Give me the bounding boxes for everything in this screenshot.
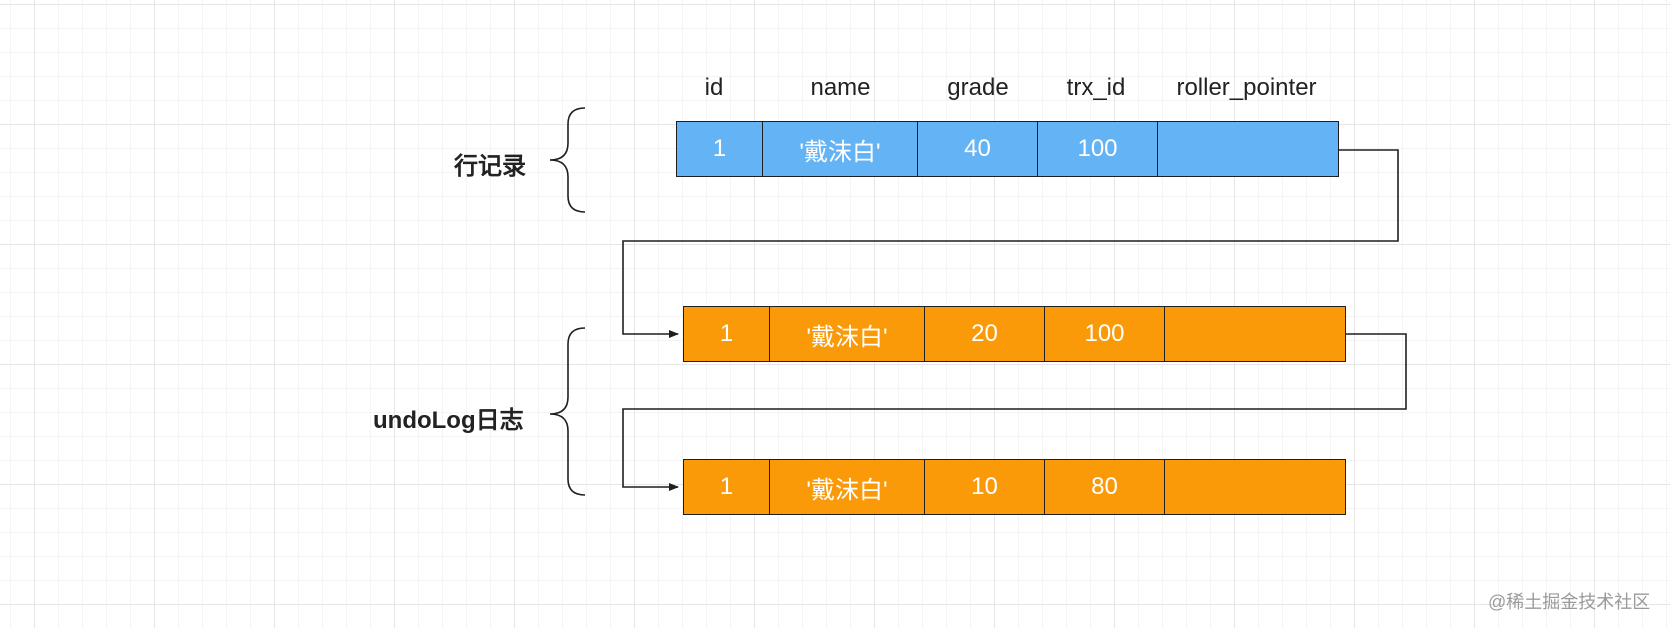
undo-log-row-1: 1 '戴沫白' 20 100 — [683, 306, 1346, 362]
pointer-connector-2 — [622, 333, 1407, 491]
undo-log-row-1-id: 1 — [684, 307, 770, 361]
row-record-id: 1 — [677, 122, 763, 176]
undo-log-row-2-trx-id: 80 — [1045, 460, 1165, 514]
undo-log-brace — [549, 327, 586, 496]
column-header-name: name — [810, 74, 871, 101]
undo-log-row-2-roller-pointer — [1165, 460, 1345, 514]
row-record-grade: 40 — [918, 122, 1038, 176]
undo-log-label: undoLog日志 — [373, 407, 524, 434]
row-record: 1 '戴沫白' 40 100 — [676, 121, 1339, 177]
row-record-roller-pointer — [1158, 122, 1338, 176]
undo-log-row-2-name: '戴沫白' — [770, 460, 925, 514]
undo-log-row-2: 1 '戴沫白' 10 80 — [683, 459, 1346, 515]
column-header-trx-id: trx_id — [1066, 74, 1126, 101]
undo-log-row-1-trx-id: 100 — [1045, 307, 1165, 361]
column-header-grade: grade — [947, 74, 1009, 101]
undo-log-row-1-roller-pointer — [1165, 307, 1345, 361]
undo-log-row-2-id: 1 — [684, 460, 770, 514]
row-record-label: 行记录 — [454, 153, 526, 180]
watermark: @稀土掘金技术社区 — [1488, 592, 1651, 612]
undo-log-row-1-grade: 20 — [925, 307, 1045, 361]
undo-log-row-2-grade: 10 — [925, 460, 1045, 514]
column-header-roller-pointer: roller_pointer — [1176, 74, 1317, 101]
row-record-trx-id: 100 — [1038, 122, 1158, 176]
undo-log-row-1-name: '戴沫白' — [770, 307, 925, 361]
column-header-id: id — [704, 74, 724, 101]
row-record-brace — [549, 107, 586, 213]
pointer-connector-1 — [622, 149, 1399, 338]
row-record-name: '戴沫白' — [763, 122, 918, 176]
